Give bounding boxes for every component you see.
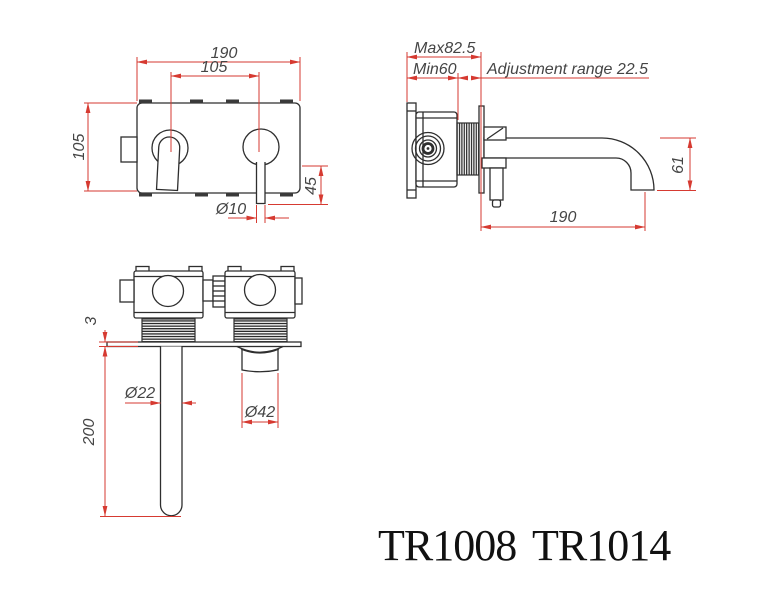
dim-side-max-depth: Max82.5	[414, 40, 475, 57]
valve-cartridge	[411, 131, 445, 166]
mount-tab	[226, 99, 239, 104]
mount-tab	[195, 192, 208, 197]
spout-mount-lower	[481, 157, 507, 169]
lever-handle	[155, 136, 181, 192]
dim-plan-spout-length: 200	[81, 419, 98, 447]
mount-tab	[280, 99, 293, 104]
mount-tab	[226, 192, 239, 197]
spout-tube-top	[159, 346, 183, 517]
side-view-dimensions: Max82.5 Min60 Adjustment range 22.5 61 1…	[406, 40, 696, 231]
threaded-section	[456, 122, 480, 176]
dim-front-width: 190	[211, 45, 238, 62]
dim-plan-spout-diameter: Ø22	[124, 385, 155, 402]
handle-profile	[489, 167, 504, 201]
model-number-left: TR1008	[378, 521, 516, 570]
plan-view-dimensions: 3 Ø22 200 Ø42	[81, 316, 279, 517]
plan-view	[106, 265, 303, 517]
mount-tab	[280, 192, 293, 197]
handle-tip	[491, 199, 502, 208]
front-view-dimensions: 190 105 105 45 Ø10	[71, 45, 328, 223]
model-number-right: TR1014	[532, 521, 671, 570]
mounting-plate-edge	[106, 341, 302, 348]
spout-escutcheon	[242, 128, 280, 166]
title-block: TR1008 TR1014	[378, 521, 672, 570]
dim-front-handle-spacing: 105	[201, 59, 228, 76]
dim-front-rod-diameter: Ø10	[215, 201, 246, 218]
dim-front-height: 105	[71, 134, 88, 161]
spout-rod	[255, 162, 266, 205]
spout-profile	[483, 137, 655, 191]
union-connector	[202, 279, 214, 302]
end-tab	[294, 277, 303, 305]
dim-side-spout-reach: 190	[550, 209, 577, 226]
cartridge-top-left	[151, 274, 185, 308]
threaded-section-right	[233, 318, 288, 343]
threaded-section-left	[141, 318, 196, 343]
front-view	[120, 99, 301, 205]
aerator-dome	[236, 345, 284, 353]
side-view	[406, 102, 655, 208]
aerator-cylinder	[241, 350, 279, 373]
side-inlet-port	[120, 136, 138, 163]
mount-tab	[139, 192, 152, 197]
side-inlet-port	[119, 279, 135, 303]
dim-side-adjustment-range: Adjustment range 22.5	[486, 61, 648, 78]
dim-side-spout-drop: 61	[670, 156, 687, 174]
dim-plan-plate-thickness: 3	[83, 316, 100, 325]
dim-side-min-depth: Min60	[413, 61, 457, 78]
dim-plan-aerator-diameter: Ø42	[244, 404, 275, 421]
mount-tab	[139, 99, 152, 104]
mount-tab	[190, 99, 203, 104]
cartridge-top-right	[243, 273, 277, 307]
dim-front-rod-length: 45	[303, 177, 320, 195]
